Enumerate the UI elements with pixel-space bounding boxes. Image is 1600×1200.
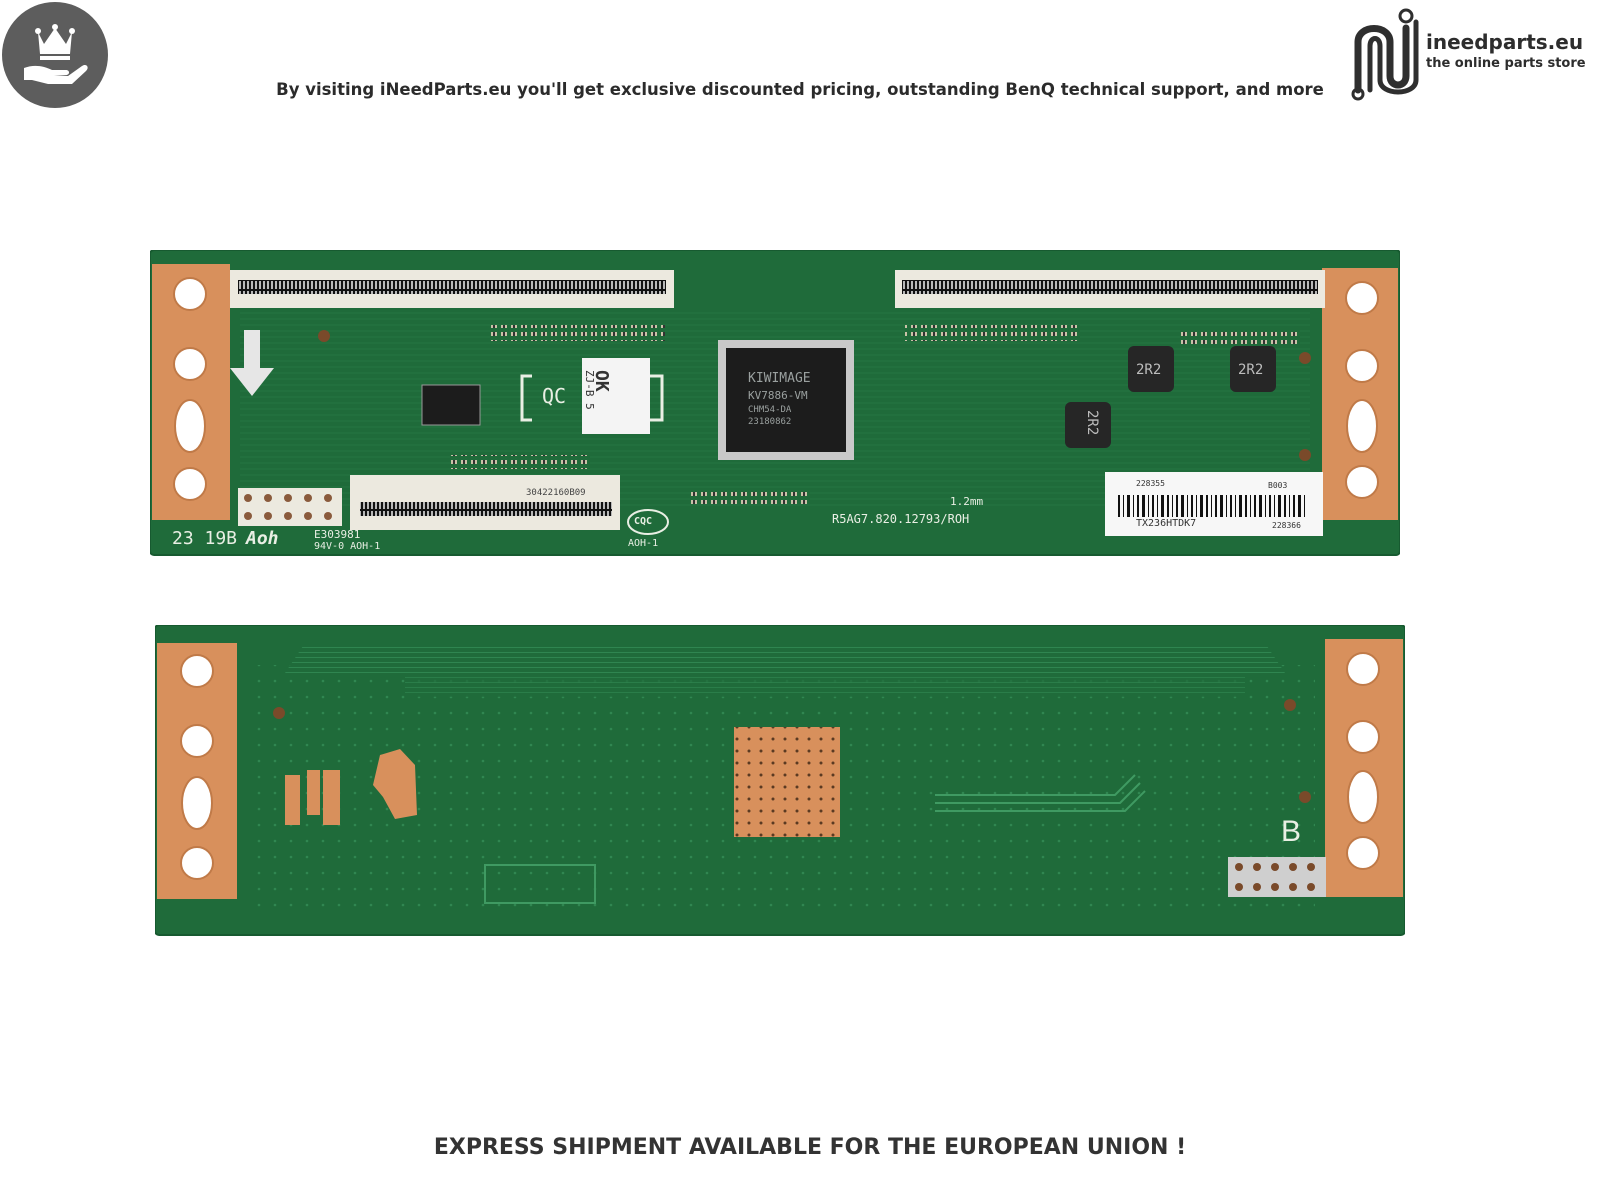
inductor-label-3: 2R2 xyxy=(1084,410,1100,436)
crown-in-hand-icon xyxy=(24,24,88,84)
sticker-model: TX236HTDK7 xyxy=(1136,518,1197,529)
cert-code: E303981 xyxy=(314,528,361,541)
circuit-n-logo-icon xyxy=(1351,8,1419,101)
ineedparts-logo[interactable]: ineedparts.eu the online parts store xyxy=(1340,2,1598,102)
tcon-board-back: B xyxy=(155,625,1405,940)
ok-stamp-sub: ZJ-B 5 xyxy=(583,370,596,410)
sticker-small-code: 228366 xyxy=(1272,521,1301,530)
tcon-board-front: KIWIMAGE KV7886-VM CHM54-DA 23180862 OK … xyxy=(150,250,1400,560)
qc-label: QC xyxy=(542,384,567,408)
part-number: R5AG7.820.12793/ROH xyxy=(832,512,970,526)
main-chip-line-3: CHM54-DA xyxy=(748,405,792,415)
front-board-graphic xyxy=(150,250,1400,556)
logo-subtitle: the online parts store xyxy=(1426,56,1586,71)
back-board-graphic xyxy=(155,625,1405,936)
date-code: 23 19B xyxy=(172,528,238,549)
main-chip-line-1: KIWIMAGE xyxy=(748,371,811,386)
cert-sub: 94V-0 AOH-1 xyxy=(314,541,381,552)
aoh-label: AOH-1 xyxy=(628,538,659,549)
maker-mark: Aoh xyxy=(246,528,279,549)
shipping-banner: EXPRESS SHIPMENT AVAILABLE FOR THE EUROP… xyxy=(433,1135,1187,1160)
logo-name: ineedparts.eu xyxy=(1426,30,1584,54)
dimension-label: 1.2mm xyxy=(950,495,984,508)
inductor-label-1: 2R2 xyxy=(1136,362,1162,378)
connector-code: 30422160B09 xyxy=(526,488,586,498)
main-chip-line-2: KV7886-VM xyxy=(748,389,808,402)
crown-badge xyxy=(2,2,108,108)
sticker-left-code: 228355 xyxy=(1136,479,1165,488)
inductor-label-2: 2R2 xyxy=(1238,362,1264,378)
tagline: By visiting iNeedParts.eu you'll get exc… xyxy=(276,80,1324,99)
cqc-label: CQC xyxy=(634,516,653,527)
back-side-mark: B xyxy=(1281,815,1302,848)
sticker-right-code: B003 xyxy=(1268,481,1288,490)
main-chip-line-4: 23180862 xyxy=(748,417,792,427)
